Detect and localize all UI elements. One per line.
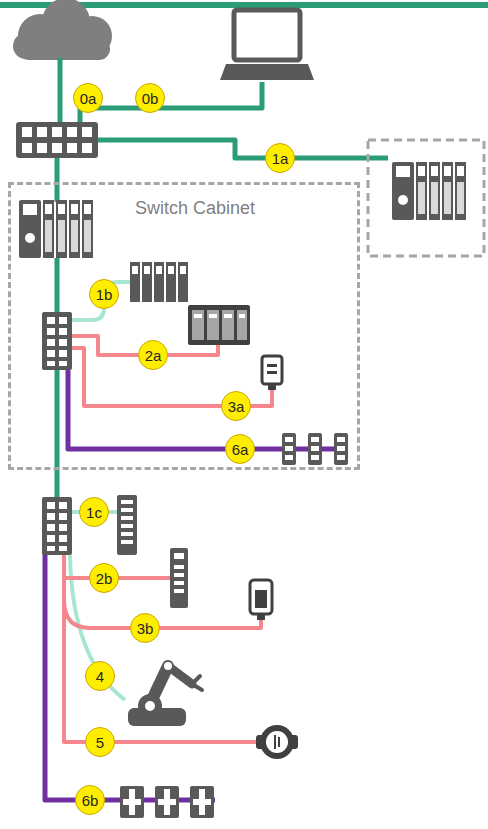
callout-circle: 0b (135, 83, 165, 113)
callout-number: 6b (82, 793, 99, 808)
callout-circle: 0a (73, 83, 103, 113)
cabinet-outline: Switch Cabinet (8, 182, 360, 470)
callout-circle: 6a (225, 434, 255, 464)
callout-number: 1b (96, 287, 113, 302)
callout-number: 1a (272, 151, 289, 166)
callout-number: 0b (142, 91, 159, 106)
callout-circle: 6b (75, 785, 105, 815)
callout-circle: 2a (138, 340, 168, 370)
callout-circle: 2b (89, 563, 119, 593)
callout-number: 2a (145, 348, 162, 363)
callout-number: 0a (80, 91, 97, 106)
callout-circle: 4 (85, 661, 115, 691)
callout-number: 1c (86, 505, 102, 520)
callout-circle: 3b (130, 613, 160, 643)
callout-number: 2b (96, 571, 113, 586)
callout-number: 3a (228, 399, 245, 414)
callout-number: 3b (137, 621, 154, 636)
callout-circle: 1c (79, 497, 109, 527)
callout-circle: 5 (85, 727, 115, 757)
cabinet-heading: Switch Cabinet (135, 199, 255, 219)
callout-number: 6a (232, 442, 249, 457)
callout-circle: 1b (89, 279, 119, 309)
callout-number: 4 (96, 669, 104, 684)
callout-number: 5 (96, 735, 104, 750)
callout-circle: 3a (221, 391, 251, 421)
callout-circle: 1a (265, 143, 295, 173)
